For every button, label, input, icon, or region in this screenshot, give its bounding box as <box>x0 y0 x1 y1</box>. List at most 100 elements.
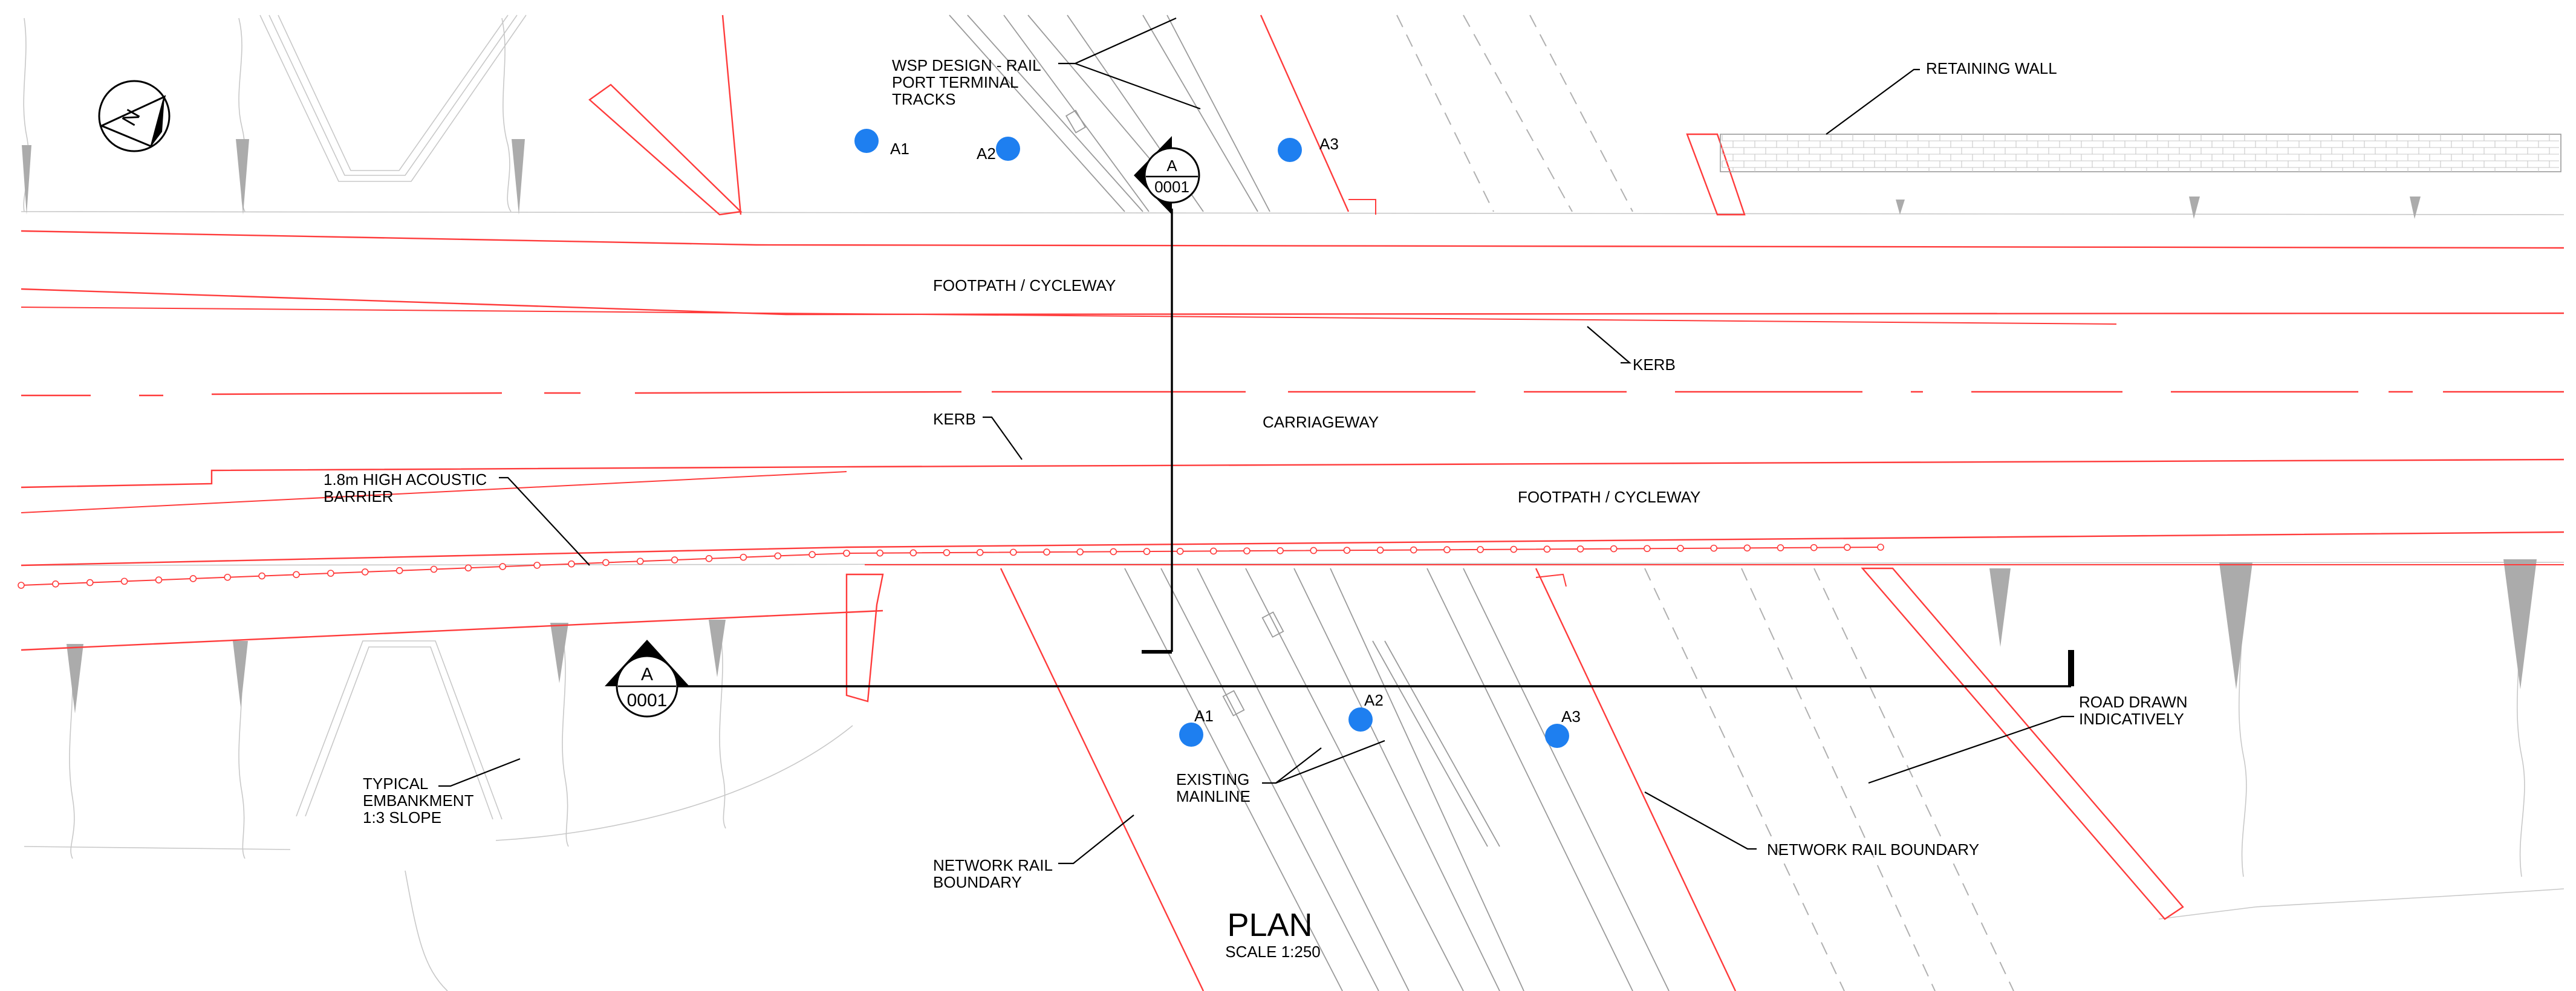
barrier-marker <box>1310 547 1318 554</box>
point-label-bottom-a2: A2 <box>1364 691 1384 709</box>
label-existing-mainline-2: MAINLINE <box>1176 787 1251 805</box>
survey-points-bottom: A1 A2 A3 <box>1179 691 1581 748</box>
section-top-letter: A <box>1166 157 1177 175</box>
barrier-marker <box>120 577 128 585</box>
section-line <box>647 209 2074 687</box>
section-marker-top: A 0001 <box>1134 136 1200 215</box>
barrier-marker <box>1877 544 1884 551</box>
label-wsp-design-2: PORT TERMINAL <box>892 73 1019 91</box>
barrier-marker <box>843 550 850 557</box>
barrier-marker <box>499 563 507 570</box>
label-road-drawn-1: ROAD DRAWN <box>2079 693 2188 711</box>
drawing-labels: WSP DESIGN - RAIL PORT TERMINAL TRACKS R… <box>324 56 2188 891</box>
label-wsp-design-3: TRACKS <box>892 90 955 108</box>
label-wsp-design-1: WSP DESIGN - RAIL <box>892 56 1041 74</box>
barrier-marker <box>943 549 951 556</box>
label-typical-embankment-2: EMBANKMENT <box>363 791 474 810</box>
barrier-marker <box>155 576 163 583</box>
barrier-marker <box>740 553 747 561</box>
barrier-marker <box>395 567 403 574</box>
network-rail-boundary <box>588 15 2184 991</box>
point-label-bottom-a1: A1 <box>1194 707 1214 725</box>
barrier-marker <box>1376 547 1384 554</box>
barrier-marker <box>293 571 300 579</box>
barrier-marker <box>705 555 713 562</box>
section-marker-bottom: A 0001 <box>605 640 689 718</box>
label-kerb-lower: KERB <box>933 410 976 428</box>
barrier-marker <box>464 564 472 572</box>
barrier-marker <box>808 551 816 559</box>
barrier-marker <box>533 562 541 569</box>
barrier-marker <box>327 570 334 577</box>
north-arrow: N <box>98 80 171 152</box>
barrier-marker <box>1810 544 1818 551</box>
barrier-marker <box>636 557 644 565</box>
barrier-marker <box>258 572 265 580</box>
point-label-top-a2: A2 <box>977 145 996 163</box>
barrier-marker <box>774 552 782 560</box>
barrier-marker <box>430 565 438 573</box>
label-network-rail-right: NETWORK RAIL BOUNDARY <box>1767 840 1979 859</box>
barrier-marker <box>1543 545 1551 553</box>
barrier-marker <box>1176 547 1184 555</box>
label-footpath-upper: FOOTPATH / CYCLEWAY <box>933 276 1116 294</box>
embankment-slopes <box>22 139 2537 713</box>
plan-title: PLAN SCALE 1:250 <box>1225 907 1321 961</box>
barrier-marker <box>1410 546 1417 554</box>
barrier-marker <box>1777 544 1784 551</box>
survey-point <box>1179 723 1203 747</box>
section-bottom-letter: A <box>641 664 653 684</box>
survey-point <box>996 137 1020 161</box>
survey-point <box>1545 724 1569 748</box>
survey-point <box>1278 138 1302 162</box>
title-main: PLAN <box>1227 907 1312 943</box>
barrier-marker <box>52 580 59 588</box>
barrier-marker <box>1743 544 1751 552</box>
label-acoustic-barrier-1: 1.8m HIGH ACOUSTIC <box>324 470 487 489</box>
barrier-marker <box>1209 547 1217 555</box>
retaining-wall <box>1720 134 2561 172</box>
label-typical-embankment-1: TYPICAL <box>363 775 428 793</box>
barrier-marker <box>224 573 232 581</box>
barrier-marker <box>86 579 94 586</box>
annotation-leaders <box>438 17 2074 865</box>
label-typical-embankment-3: 1:3 SLOPE <box>363 808 441 827</box>
label-carriageway: CARRIAGEWAY <box>1263 413 1379 431</box>
barrier-marker <box>1477 546 1484 553</box>
barrier-marker <box>1143 548 1151 555</box>
point-label-bottom-a3: A3 <box>1561 707 1581 726</box>
barrier-marker <box>1844 544 1851 551</box>
barrier-marker <box>1110 548 1117 556</box>
barrier-marker <box>18 582 25 589</box>
barrier-marker <box>602 559 610 567</box>
barrier-marker <box>568 560 575 568</box>
survey-point <box>1348 707 1373 732</box>
label-network-rail-left-1: NETWORK RAIL <box>933 856 1053 874</box>
section-top-ref: 0001 <box>1154 178 1189 196</box>
section-bottom-ref: 0001 <box>627 690 668 710</box>
label-road-drawn-2: INDICATIVELY <box>2079 710 2184 728</box>
barrier-marker <box>189 575 197 582</box>
label-network-rail-left-2: BOUNDARY <box>933 873 1022 891</box>
label-kerb-upper: KERB <box>1633 356 1676 374</box>
label-retaining-wall: RETAINING WALL <box>1926 59 2057 77</box>
label-existing-mainline-1: EXISTING <box>1176 770 1249 788</box>
survey-points-top: A1 A2 A3 <box>854 129 1339 163</box>
label-acoustic-barrier-2: BARRIER <box>324 487 394 505</box>
barrier-marker <box>909 549 917 557</box>
barrier-marker <box>1510 545 1518 553</box>
existing-terrain <box>21 15 2565 991</box>
label-footpath-lower: FOOTPATH / CYCLEWAY <box>1518 488 1700 506</box>
survey-point <box>854 129 879 153</box>
barrier-marker <box>1277 547 1284 554</box>
barrier-marker <box>1010 548 1017 556</box>
point-label-top-a3: A3 <box>1319 135 1339 153</box>
barrier-marker <box>361 568 369 576</box>
title-scale: SCALE 1:250 <box>1225 943 1321 961</box>
barrier-marker <box>1610 545 1618 553</box>
barrier-marker <box>671 556 678 564</box>
acoustic-barrier-markers <box>18 544 1884 589</box>
barrier-marker <box>976 548 984 556</box>
barrier-marker <box>1677 545 1684 552</box>
